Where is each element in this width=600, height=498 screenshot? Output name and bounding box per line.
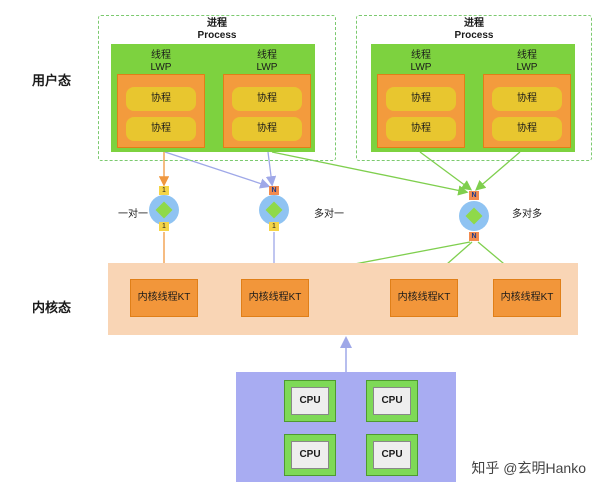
lwp-title-en: LWP	[410, 62, 432, 73]
kernel-thread: 内核线程KT	[493, 279, 561, 317]
cpu-chip-icon: CPU	[366, 380, 418, 422]
scheduler-icon	[259, 195, 289, 225]
coroutine: 协程	[386, 117, 456, 141]
arrow-lwp1-to-sched2	[164, 151, 271, 189]
process-title-en: Process	[454, 30, 494, 41]
process-title-cn: 进程	[464, 18, 484, 29]
process-box-2: 进程 Process 协程 协程 线程 LWP 协程 协程 线程 LWP	[356, 15, 592, 161]
kernel-thread: 内核线程KT	[130, 279, 198, 317]
model-label: 一对一	[118, 209, 148, 220]
process-title-cn: 进程	[207, 18, 227, 29]
mapping-tag-bottom: 1	[159, 222, 169, 231]
lwp-title-cn: 线程	[517, 50, 537, 61]
mapping-tag-bottom: 1	[269, 222, 279, 231]
lwp-box: 协程 协程	[483, 74, 571, 148]
cpu-chip-icon: CPU	[366, 434, 418, 476]
coroutine: 协程	[232, 117, 302, 141]
kernel-thread: 内核线程KT	[390, 279, 458, 317]
watermark: 知乎 @玄明Hanko	[471, 460, 586, 476]
coroutine: 协程	[232, 87, 302, 111]
coroutine: 协程	[492, 117, 562, 141]
user-mode-label: 用户态	[32, 73, 72, 88]
cpu-label: CPU	[373, 441, 411, 469]
arrow-lwp2-to-sched2	[265, 151, 277, 187]
mapping-tag-top: 1	[159, 186, 169, 195]
lwp-title-cn: 线程	[257, 50, 277, 61]
process-title-en: Process	[197, 30, 237, 41]
coroutine: 协程	[386, 87, 456, 111]
cpu-panel: CPU CPU CPU CPU	[236, 372, 456, 482]
coroutine: 协程	[126, 117, 196, 141]
model-label: 多对多	[512, 209, 542, 220]
lwp-title-cn: 线程	[151, 50, 171, 61]
mapping-tag-bottom: N	[469, 232, 479, 241]
lwp-box: 协程 协程	[223, 74, 311, 148]
process-box-1: 进程 Process 协程 协程 线程 LWP 协程 协程 线程 LWP	[98, 15, 336, 161]
cpu-chip-icon: CPU	[284, 380, 336, 422]
lwp-box: 协程 协程	[377, 74, 465, 148]
lwp-title-en: LWP	[516, 62, 538, 73]
mapping-tag-top: N	[269, 186, 279, 195]
lwp-title: 线程 LWP	[223, 50, 311, 74]
cpu-label: CPU	[291, 441, 329, 469]
kernel-mode-label: 内核态	[32, 300, 72, 315]
cpu-label: CPU	[373, 387, 411, 415]
lwp-title: 线程 LWP	[377, 50, 465, 74]
process-area: 协程 协程 线程 LWP 协程 协程 线程 LWP	[371, 44, 575, 152]
process-area: 协程 协程 线程 LWP 协程 协程 线程 LWP	[111, 44, 315, 152]
lwp-box: 协程 协程	[117, 74, 205, 148]
cpu-chip-icon: CPU	[284, 434, 336, 476]
coroutine: 协程	[492, 87, 562, 111]
cpu-label: CPU	[291, 387, 329, 415]
lwp-title: 线程 LWP	[117, 50, 205, 74]
model-label: 多对一	[314, 209, 344, 220]
arrow-lwp2-to-sched3	[271, 151, 469, 196]
lwp-title-en: LWP	[150, 62, 172, 73]
kernel-thread: 内核线程KT	[241, 279, 309, 317]
lwp-title-cn: 线程	[411, 50, 431, 61]
arrow-lwp4-to-sched3	[475, 151, 521, 191]
mapping-tag-top: N	[469, 191, 479, 200]
lwp-title-en: LWP	[256, 62, 278, 73]
lwp-title: 线程 LWP	[483, 50, 571, 74]
coroutine: 协程	[126, 87, 196, 111]
arrow-lwp3-to-sched3	[419, 151, 473, 191]
scheduler-icon	[149, 195, 179, 225]
scheduler-icon	[459, 201, 489, 231]
